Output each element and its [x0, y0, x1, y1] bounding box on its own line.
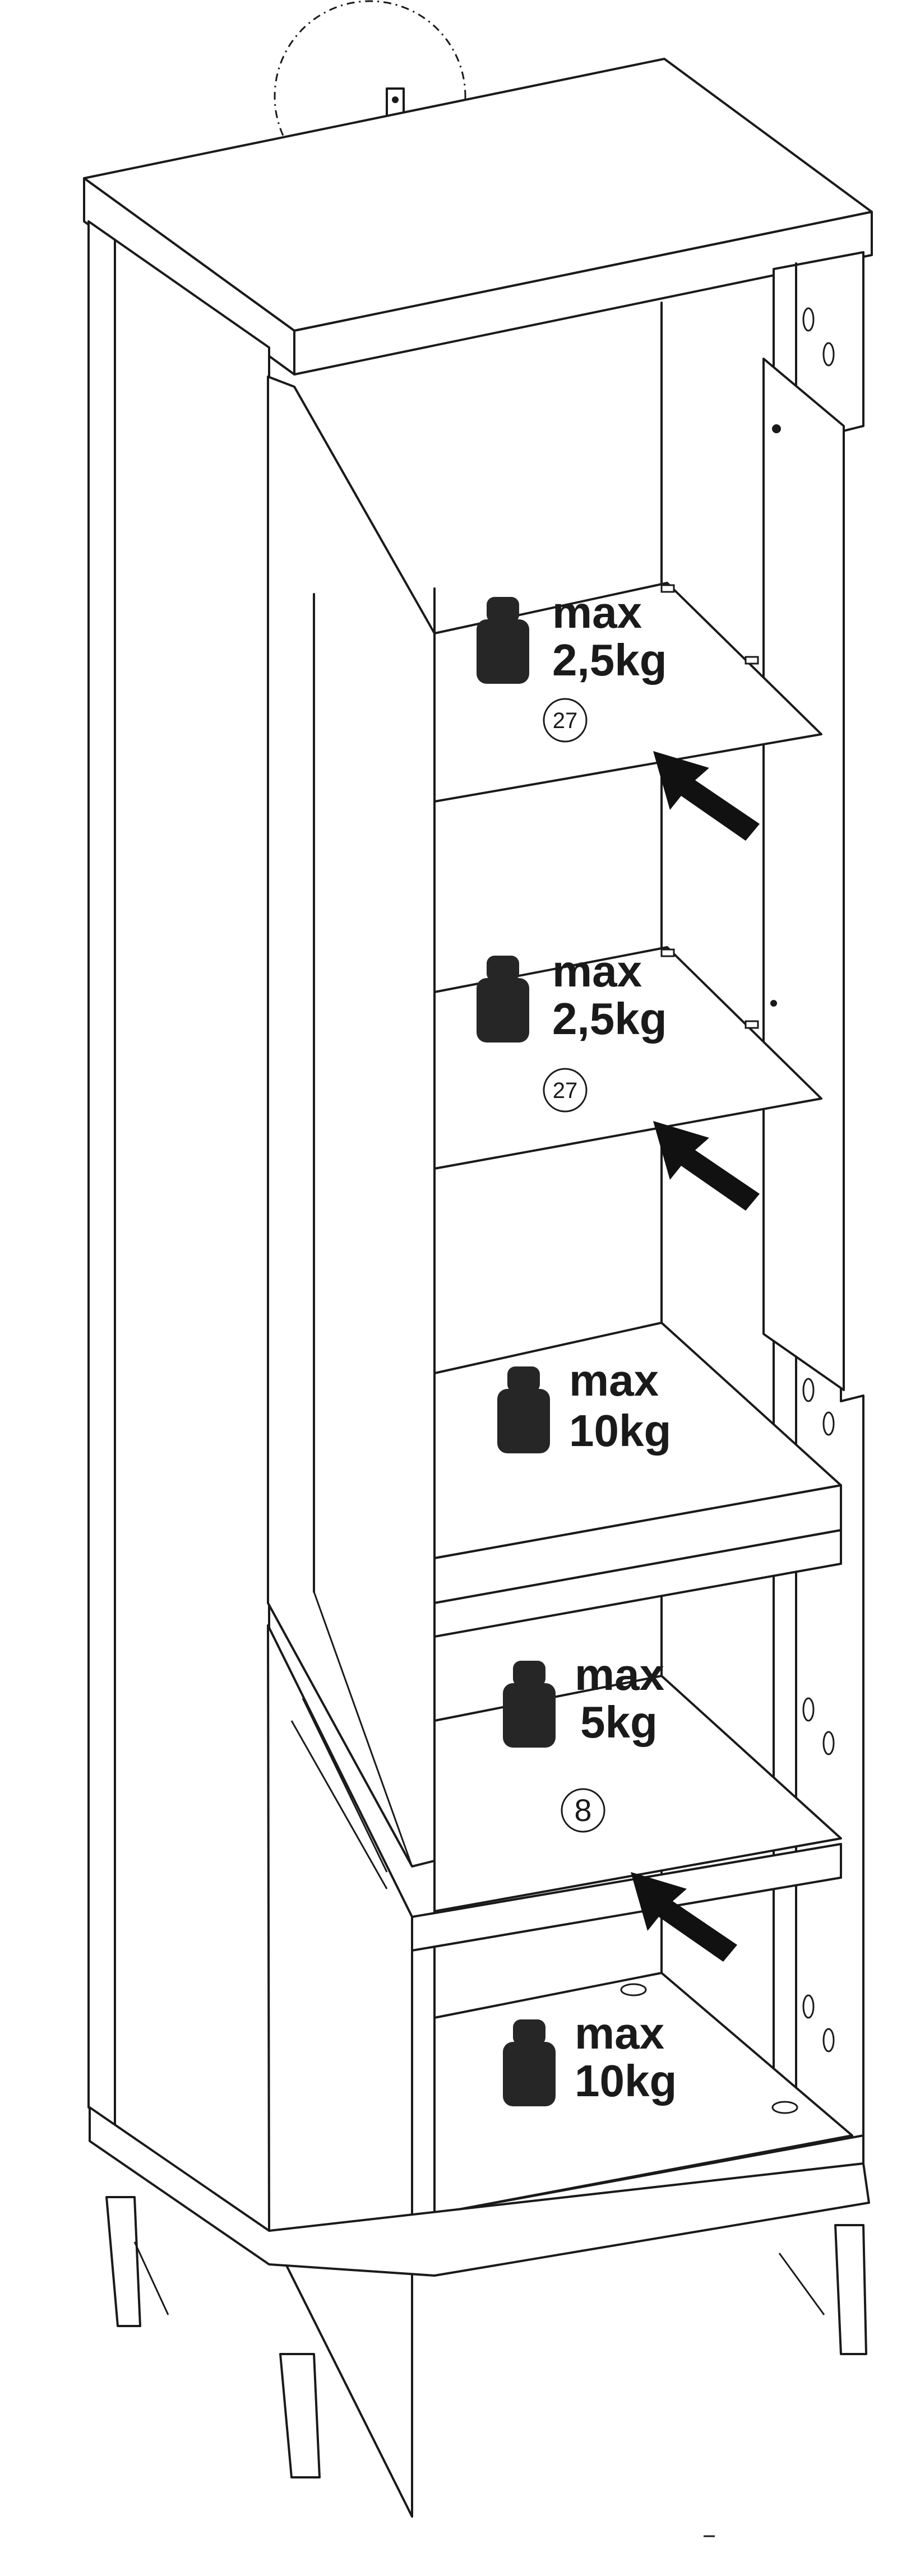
cabinet-base — [89, 2106, 870, 2478]
load-label-4: max 5kg 8 — [503, 1650, 664, 1833]
load-value-text: 5kg — [580, 1697, 658, 1747]
part-number: 27 — [553, 708, 578, 733]
load-max-text: max — [552, 587, 642, 637]
load-label-5: max 10kg — [503, 2008, 677, 2106]
glass-door — [762, 358, 845, 1442]
load-value-text: 10kg — [569, 1406, 671, 1456]
leg-front-left — [279, 2353, 321, 2478]
part-number-badge: 27 — [543, 698, 588, 743]
load-label-2: max 2,5kg 27 — [477, 946, 667, 1113]
weight-icon — [503, 2019, 556, 2106]
load-value-text: 2,5kg — [552, 994, 667, 1044]
insert-arrow-icon — [653, 1121, 760, 1211]
lower-left-door — [267, 1624, 413, 2518]
load-max-text: max — [569, 1355, 659, 1405]
load-max-text: max — [575, 1650, 664, 1699]
insert-arrow-icon — [631, 1872, 737, 1962]
weight-icon — [497, 1366, 550, 1453]
weight-icon — [503, 1661, 556, 1748]
load-label-1: max 2,5kg 27 — [477, 587, 667, 743]
shelf-1 — [433, 582, 822, 803]
part-number-badge: 8 — [561, 1788, 605, 1833]
load-max-text: max — [552, 946, 642, 996]
shelf-2 — [433, 946, 822, 1170]
left-side-panel — [87, 220, 270, 2232]
load-label-3: max 10kg — [497, 1355, 671, 1456]
part-number: 27 — [553, 1078, 578, 1103]
part-number: 8 — [574, 1792, 591, 1828]
cabinet-top — [83, 58, 873, 376]
weight-icon — [477, 956, 529, 1043]
part-number-badge: 27 — [543, 1068, 588, 1113]
drawer-divider — [433, 1529, 842, 1638]
leg-back-left — [105, 2196, 141, 2327]
load-max-text: max — [575, 2008, 664, 2058]
load-value-text: 10kg — [575, 2056, 677, 2106]
upper-left-door — [267, 376, 436, 1868]
leg-back-right — [834, 2224, 867, 2355]
insert-arrow-icon — [653, 751, 760, 841]
weight-icon — [477, 597, 529, 684]
load-value-text: 2,5kg — [552, 635, 667, 685]
